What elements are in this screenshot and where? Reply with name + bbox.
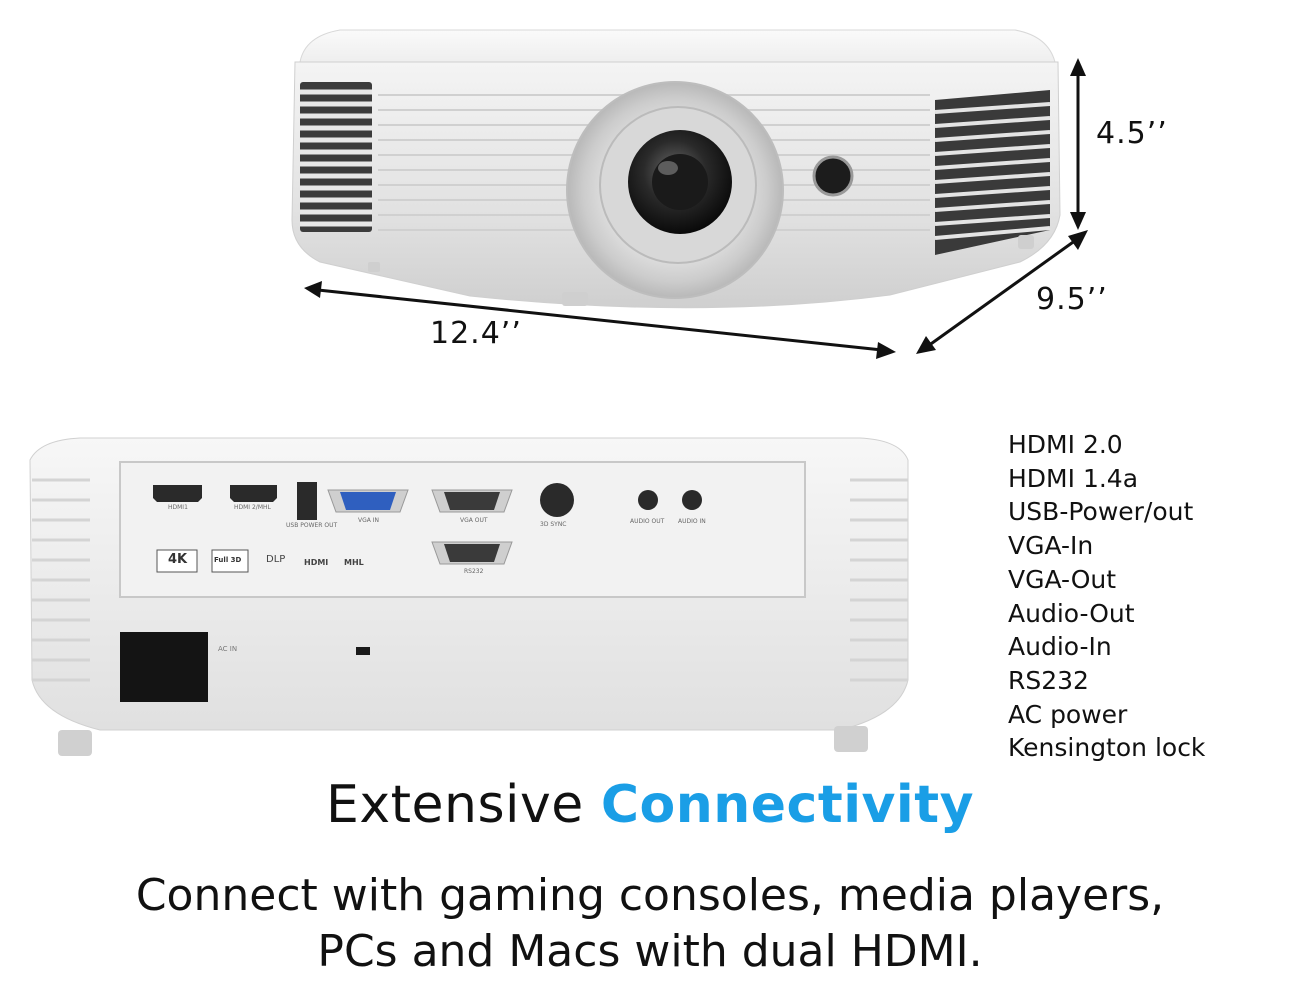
width-dimension-label: 12.4’’ bbox=[430, 316, 522, 351]
3d-sync-port bbox=[540, 483, 574, 517]
rs232-port bbox=[431, 541, 513, 565]
hdmi-port-2 bbox=[230, 485, 277, 502]
list-item: VGA-Out bbox=[1008, 564, 1117, 594]
kensington-lock-slot bbox=[356, 647, 370, 655]
vga-in-port bbox=[327, 489, 409, 513]
list-item: Audio-Out bbox=[1008, 598, 1135, 628]
rs232-label: RS232 bbox=[464, 568, 484, 575]
list-item: Kensington lock bbox=[1008, 733, 1206, 763]
hdmi2-label: HDMI 2/MHL bbox=[234, 504, 271, 511]
ac-power-inlet bbox=[120, 632, 208, 702]
depth-dimension-arrow bbox=[916, 230, 1088, 354]
connectivity-list: HDMI 2.0 HDMI 1.4a USB-Power/out VGA-In … bbox=[1008, 428, 1298, 765]
subline-line-2: PCs and Macs with dual HDMI. bbox=[317, 926, 983, 977]
hdmi-badge: HDMI bbox=[304, 558, 329, 567]
list-item: RS232 bbox=[1008, 665, 1089, 695]
audio-out-port bbox=[638, 490, 658, 510]
subline-line-1: Connect with gaming consoles, media play… bbox=[135, 870, 1165, 921]
ac-in-label: AC IN bbox=[218, 645, 238, 653]
left-vent bbox=[300, 82, 372, 232]
right-vent bbox=[934, 90, 1051, 255]
projector-lens bbox=[566, 81, 784, 299]
depth-dimension-label: 9.5’’ bbox=[1036, 282, 1108, 317]
height-dimension-label: 4.5’’ bbox=[1096, 116, 1168, 151]
hdmi1-label: HDMI1 bbox=[168, 504, 188, 511]
list-item: HDMI 1.4a bbox=[1008, 463, 1139, 493]
audio-in-port bbox=[682, 490, 702, 510]
usb-port bbox=[297, 482, 317, 520]
list-item: HDMI 2.0 bbox=[1008, 430, 1123, 459]
headline: Extensive Connectivity bbox=[0, 775, 1300, 835]
dlp-badge: DLP bbox=[266, 554, 286, 565]
height-dimension-arrow bbox=[1070, 58, 1086, 230]
headline-prefix: Extensive bbox=[326, 775, 601, 835]
list-item: USB-Power/out bbox=[1008, 497, 1194, 527]
audio-in-label: AUDIO IN bbox=[678, 518, 706, 525]
usb-label: USB POWER OUT bbox=[286, 522, 338, 529]
projector-rear-illustration: HDMI1 HDMI 2/MHL USB POWER OUT VGA IN VG… bbox=[20, 430, 920, 765]
hdmi-port-1 bbox=[153, 485, 202, 502]
list-item: Audio-In bbox=[1008, 632, 1112, 662]
audio-out-label: AUDIO OUT bbox=[630, 518, 665, 525]
subline: Connect with gaming consoles, media play… bbox=[0, 868, 1300, 980]
projector-front-illustration bbox=[291, 29, 1088, 359]
vga-out-label: VGA OUT bbox=[460, 517, 488, 524]
vga-in-label: VGA IN bbox=[358, 517, 380, 524]
width-dimension-arrow bbox=[304, 281, 896, 359]
full3d-badge: Full 3D bbox=[214, 556, 242, 564]
list-item: VGA-In bbox=[1008, 531, 1094, 561]
3d-sync-label: 3D SYNC bbox=[540, 521, 567, 528]
ir-sensor-icon bbox=[812, 155, 854, 197]
headline-accent: Connectivity bbox=[600, 775, 974, 835]
mhl-badge: MHL bbox=[344, 558, 364, 567]
4k-badge: 4K bbox=[168, 552, 188, 567]
list-item: AC power bbox=[1008, 699, 1128, 729]
vga-out-port bbox=[431, 489, 513, 513]
